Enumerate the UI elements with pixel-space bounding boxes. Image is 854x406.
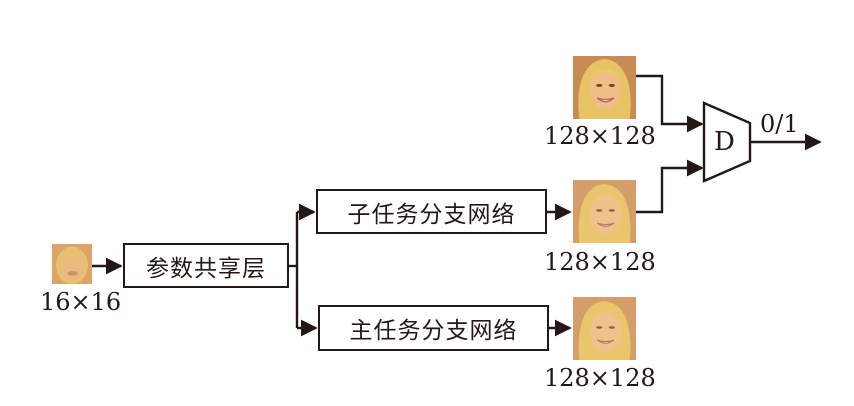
sub-branch-output-size-label: 128×128 [544,248,656,276]
arrow-real-to-d [636,74,704,133]
main-branch-output-size-label: 128×128 [544,364,656,392]
discriminator-output-label: 0/1 [760,110,799,138]
input-face-image [52,244,92,284]
discriminator-shape [702,101,752,183]
real-face-image [573,56,636,119]
real-face-size-label: 128×128 [544,122,656,150]
arrow-generated-to-d [636,159,704,214]
main-task-branch-box: 主任务分支网络 [318,305,549,351]
main-branch-output-face [573,297,636,360]
shared-layer-box: 参数共享层 [123,243,289,288]
sub-task-branch-box: 子任务分支网络 [316,189,547,234]
discriminator-label: D [714,127,735,157]
sub-branch-output-face [573,180,636,243]
input-size-label: 16×16 [40,288,122,316]
